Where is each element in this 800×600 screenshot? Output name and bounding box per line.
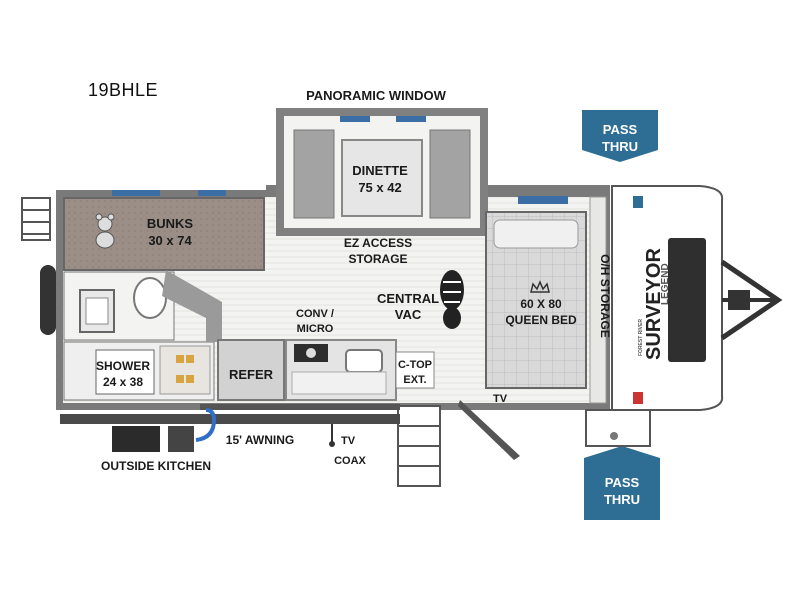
- panoramic-window-label: PANORAMIC WINDOW: [306, 88, 447, 103]
- dinette-label: DINETTE: [352, 163, 408, 178]
- tv-coax-icon: [329, 424, 335, 447]
- shower-label: SHOWER: [96, 359, 150, 373]
- brand-maker: FOREST RIVER: [638, 319, 644, 356]
- queen-size: 60 X 80: [520, 297, 562, 311]
- dinette-size: 75 x 42: [358, 180, 401, 195]
- pass-thru-bottom-line1: PASS: [605, 475, 640, 490]
- ez-access-label: EZ ACCESS: [344, 236, 412, 250]
- spare-tire: [40, 265, 56, 335]
- queen-label: QUEEN BED: [505, 313, 577, 327]
- micro-label: MICRO: [297, 323, 334, 335]
- pass-thru-badge-top: PASS THRU: [582, 110, 658, 162]
- rear-ladder: [21, 197, 51, 241]
- overhead-storage: [589, 196, 607, 404]
- pass-thru-bottom-line2: THRU: [604, 492, 640, 507]
- vac-label: VAC: [395, 307, 422, 322]
- ctop-ext-label: EXT.: [403, 374, 426, 386]
- oh-storage-label: O/H STORAGE: [598, 254, 612, 338]
- outside-kitchen-label: OUTSIDE KITCHEN: [101, 459, 211, 473]
- bathroom: [63, 271, 215, 401]
- kitchen-counter: [285, 339, 397, 401]
- c-top-extension: [395, 351, 435, 389]
- pass-thru-badge-bottom: PASS THRU: [584, 446, 660, 520]
- hitch: [720, 259, 783, 341]
- awning-bar: [200, 404, 400, 410]
- ctop-label: C-TOP: [398, 359, 432, 371]
- awning-label: 15' AWNING: [226, 433, 294, 447]
- front-storage-bay: [585, 409, 651, 447]
- entry-door: [458, 400, 520, 460]
- exterior-rail: [60, 414, 400, 424]
- front-jack: [610, 432, 618, 440]
- pass-thru-top-line1: PASS: [603, 122, 638, 137]
- tv-coax-label-1: TV: [341, 435, 356, 447]
- refrigerator: [217, 339, 285, 401]
- bunks-size: 30 x 74: [148, 233, 192, 248]
- front-cap: SURVEYOR LEGEND FOREST RIVER: [611, 185, 724, 411]
- outside-kitchen: [112, 408, 217, 452]
- crown-icon: [530, 280, 550, 293]
- central-label: CENTRAL: [377, 291, 439, 306]
- bunk-beds: [63, 190, 265, 271]
- queen-bed: [485, 196, 587, 389]
- shelves-icon: [176, 355, 194, 383]
- footprint-icon: [440, 270, 464, 329]
- shower-size: 24 x 38: [103, 375, 143, 389]
- bunks-label: BUNKS: [147, 216, 194, 231]
- tv-label: TV: [493, 393, 508, 405]
- conv-label: CONV /: [296, 308, 334, 320]
- model-number: 19BHLE: [88, 80, 159, 100]
- tv-coax-label-2: COAX: [334, 455, 366, 467]
- refer-label: REFER: [229, 367, 274, 382]
- ez-access-storage-label: STORAGE: [348, 252, 407, 266]
- angled-wall: [162, 270, 222, 342]
- entry-steps: [397, 405, 441, 487]
- teddy-bear-icon: [95, 213, 115, 249]
- brand-sub: LEGEND: [660, 263, 671, 305]
- dinette-slide: [276, 108, 488, 236]
- brand-name: SURVEYOR: [643, 248, 665, 360]
- pass-thru-top-line2: THRU: [602, 139, 638, 154]
